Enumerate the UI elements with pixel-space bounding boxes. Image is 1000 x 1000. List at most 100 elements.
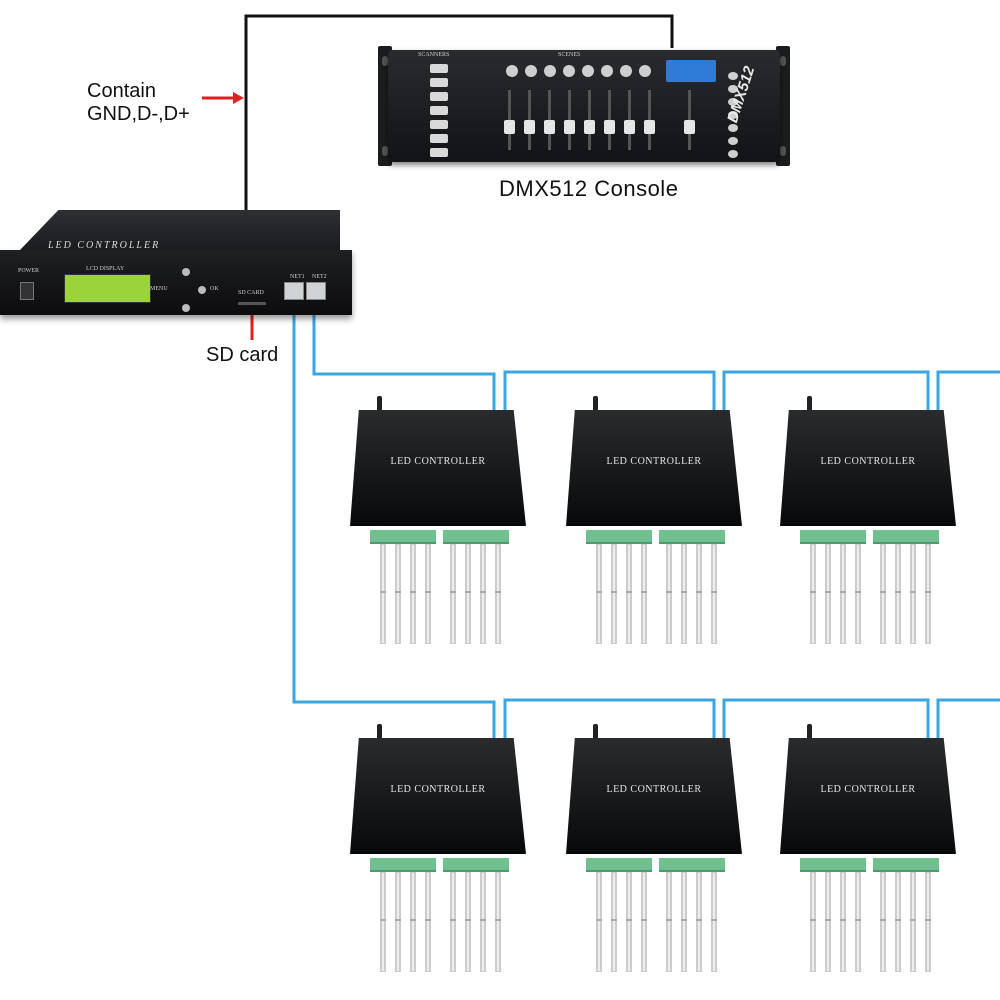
led-strip bbox=[480, 544, 486, 644]
led-strip bbox=[910, 872, 916, 972]
controller-title: LED CONTROLLER bbox=[606, 456, 702, 467]
led-strip bbox=[711, 544, 717, 644]
menu-label: MENU bbox=[150, 286, 168, 292]
controller-title: LED CONTROLLER bbox=[390, 456, 486, 467]
terminal-block bbox=[443, 530, 509, 544]
controller-title: LED CONTROLLER bbox=[820, 784, 916, 795]
lcd-display-label: LCD DISPLAY bbox=[86, 266, 125, 272]
fader bbox=[524, 90, 535, 150]
led-strip bbox=[395, 544, 401, 644]
power-cable bbox=[377, 396, 382, 416]
power-label: POWER bbox=[18, 268, 39, 274]
lcd-display bbox=[64, 274, 151, 303]
network-cable-row-2 bbox=[292, 290, 1000, 740]
console-body: SCANNERS SCENES bbox=[388, 50, 780, 162]
led-strip bbox=[495, 544, 501, 644]
sd-card-slot-label: SD CARD bbox=[238, 290, 264, 296]
master-fader bbox=[684, 90, 695, 150]
controller-body: LED CONTROLLER bbox=[566, 738, 742, 854]
led-strip bbox=[495, 872, 501, 972]
led-strip bbox=[395, 872, 401, 972]
led-strip bbox=[855, 872, 861, 972]
led-strip bbox=[410, 872, 416, 972]
power-cable bbox=[807, 396, 812, 416]
scenes-label: SCENES bbox=[558, 52, 581, 58]
down-button bbox=[182, 304, 190, 312]
ok-label: OK bbox=[210, 286, 219, 292]
led-strip bbox=[450, 544, 456, 644]
fader bbox=[544, 90, 555, 150]
signal-label-line-2: GND,D-,D+ bbox=[87, 103, 190, 125]
terminal-block bbox=[370, 530, 436, 544]
led-strip bbox=[666, 544, 672, 644]
fader bbox=[504, 90, 515, 150]
led-strip bbox=[641, 544, 647, 644]
led-strip bbox=[925, 544, 931, 644]
sub-controller: LED CONTROLLER bbox=[566, 396, 766, 644]
led-strip bbox=[596, 544, 602, 644]
controller-title: LED CONTROLLER bbox=[390, 784, 486, 795]
controller-body: LED CONTROLLER bbox=[350, 410, 526, 526]
led-strip bbox=[465, 544, 471, 644]
terminal-block bbox=[800, 858, 866, 872]
net2-port bbox=[306, 282, 326, 300]
scanner-buttons bbox=[430, 64, 460, 162]
led-strip bbox=[880, 872, 886, 972]
sub-controller: LED CONTROLLER bbox=[350, 724, 550, 972]
led-strip bbox=[910, 544, 916, 644]
sd-card-slot bbox=[238, 302, 266, 305]
led-strip bbox=[895, 544, 901, 644]
console-display bbox=[666, 60, 716, 82]
led-strip bbox=[681, 544, 687, 644]
fader bbox=[584, 90, 595, 150]
led-strip bbox=[810, 872, 816, 972]
function-buttons bbox=[728, 72, 754, 163]
fader bbox=[624, 90, 635, 150]
led-strip bbox=[825, 872, 831, 972]
up-button bbox=[182, 268, 190, 276]
led-strip bbox=[450, 872, 456, 972]
power-cable bbox=[593, 396, 598, 416]
main-controller-title: LED CONTROLLER bbox=[48, 240, 161, 251]
led-strip bbox=[681, 872, 687, 972]
terminal-block bbox=[586, 530, 652, 544]
led-strip bbox=[626, 544, 632, 644]
ok-button bbox=[198, 286, 206, 294]
led-strip bbox=[855, 544, 861, 644]
led-strip bbox=[596, 872, 602, 972]
power-cable bbox=[593, 724, 598, 744]
console-label: DMX512 Console bbox=[499, 176, 679, 201]
led-strip bbox=[611, 872, 617, 972]
led-strip bbox=[895, 872, 901, 972]
net1-label: NET1 bbox=[290, 274, 305, 280]
terminal-block bbox=[873, 530, 939, 544]
main-controller-top bbox=[20, 210, 340, 250]
controller-body: LED CONTROLLER bbox=[566, 410, 742, 526]
led-strip bbox=[810, 544, 816, 644]
sub-controller: LED CONTROLLER bbox=[780, 724, 980, 972]
main-led-controller: LED CONTROLLER POWER LCD DISPLAY MENU OK… bbox=[0, 210, 352, 320]
net1-port bbox=[284, 282, 304, 300]
scene-buttons bbox=[506, 64, 658, 82]
signal-label: Contain GND,D-,D+ bbox=[87, 80, 190, 126]
led-strip bbox=[696, 872, 702, 972]
sub-controller: LED CONTROLLER bbox=[780, 396, 980, 644]
power-switch bbox=[20, 282, 34, 300]
controller-title: LED CONTROLLER bbox=[820, 456, 916, 467]
signal-label-line-1: Contain bbox=[87, 80, 156, 102]
led-strip bbox=[666, 872, 672, 972]
terminal-block bbox=[800, 530, 866, 544]
power-cable bbox=[377, 724, 382, 744]
dmx512-console: SCANNERS SCENES DMX512 bbox=[378, 46, 790, 166]
led-strip bbox=[465, 872, 471, 972]
fader bbox=[604, 90, 615, 150]
led-strip bbox=[626, 872, 632, 972]
network-cable-row-1 bbox=[312, 290, 1000, 412]
terminal-block bbox=[873, 858, 939, 872]
controller-body: LED CONTROLLER bbox=[780, 410, 956, 526]
terminal-block bbox=[370, 858, 436, 872]
led-strip bbox=[696, 544, 702, 644]
led-strip bbox=[825, 544, 831, 644]
led-strip bbox=[380, 544, 386, 644]
